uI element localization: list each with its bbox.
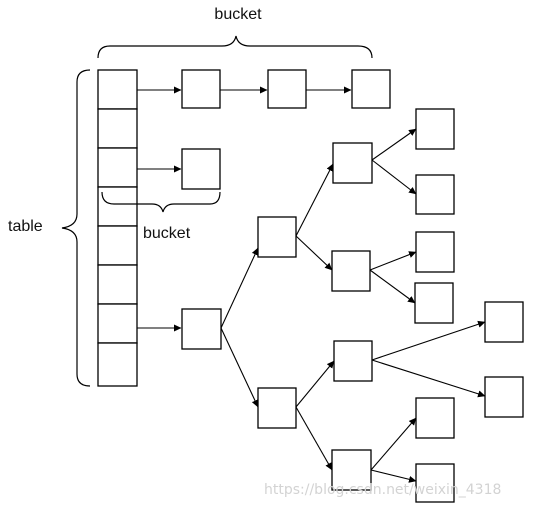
tree-leaf-node	[414, 282, 454, 324]
tree-leaf-node	[415, 231, 455, 273]
arrow	[220, 247, 259, 329]
list-node	[181, 148, 221, 190]
arrow	[371, 159, 417, 195]
list-node	[267, 69, 307, 109]
tree	[137, 108, 524, 503]
watermark-text: https://blog.csdn.net/weixin_4318	[264, 482, 501, 498]
list-node	[351, 69, 391, 109]
tree-leaf-node	[415, 108, 455, 150]
arrow	[371, 128, 417, 161]
arrow	[295, 360, 335, 408]
table-slot	[97, 264, 138, 305]
table-array	[97, 69, 138, 387]
tree-node	[331, 250, 371, 292]
arrow	[369, 269, 416, 304]
table-slot	[97, 303, 138, 344]
table-brace	[61, 69, 91, 387]
arrow	[371, 320, 486, 361]
arrow	[371, 359, 486, 398]
arrow	[295, 406, 333, 471]
tree-leaf-node	[484, 301, 524, 343]
linked-list-top	[137, 69, 391, 109]
tree-leaf-node	[415, 397, 455, 439]
arrow	[370, 417, 417, 471]
arrow	[295, 163, 334, 237]
arrow	[220, 327, 259, 408]
tree-node	[332, 142, 373, 184]
tree-root-node	[181, 308, 222, 350]
table-label: table	[8, 218, 43, 235]
tree-leaf-node	[484, 376, 524, 418]
bucket-brace-mid	[101, 191, 221, 213]
linked-list-mid	[137, 148, 221, 190]
arrow	[295, 235, 333, 271]
table-slot	[97, 69, 138, 110]
tree-leaf-node	[415, 174, 455, 215]
tree-node	[333, 340, 373, 382]
tree-node	[257, 216, 297, 258]
bucket-brace-top	[97, 35, 373, 59]
tree-leaf-node	[415, 463, 455, 503]
table-slot	[97, 186, 138, 227]
arrow	[369, 251, 417, 271]
table-slot	[97, 147, 138, 188]
list-node	[181, 69, 221, 109]
tree-node	[257, 387, 297, 429]
tree-node	[331, 449, 372, 491]
table-slot	[97, 108, 138, 149]
table-slot	[97, 225, 138, 266]
table-slot	[97, 342, 138, 387]
bucket-label-mid: bucket	[143, 225, 191, 242]
bucket-label-top: bucket	[214, 6, 262, 23]
arrow	[370, 469, 417, 483]
